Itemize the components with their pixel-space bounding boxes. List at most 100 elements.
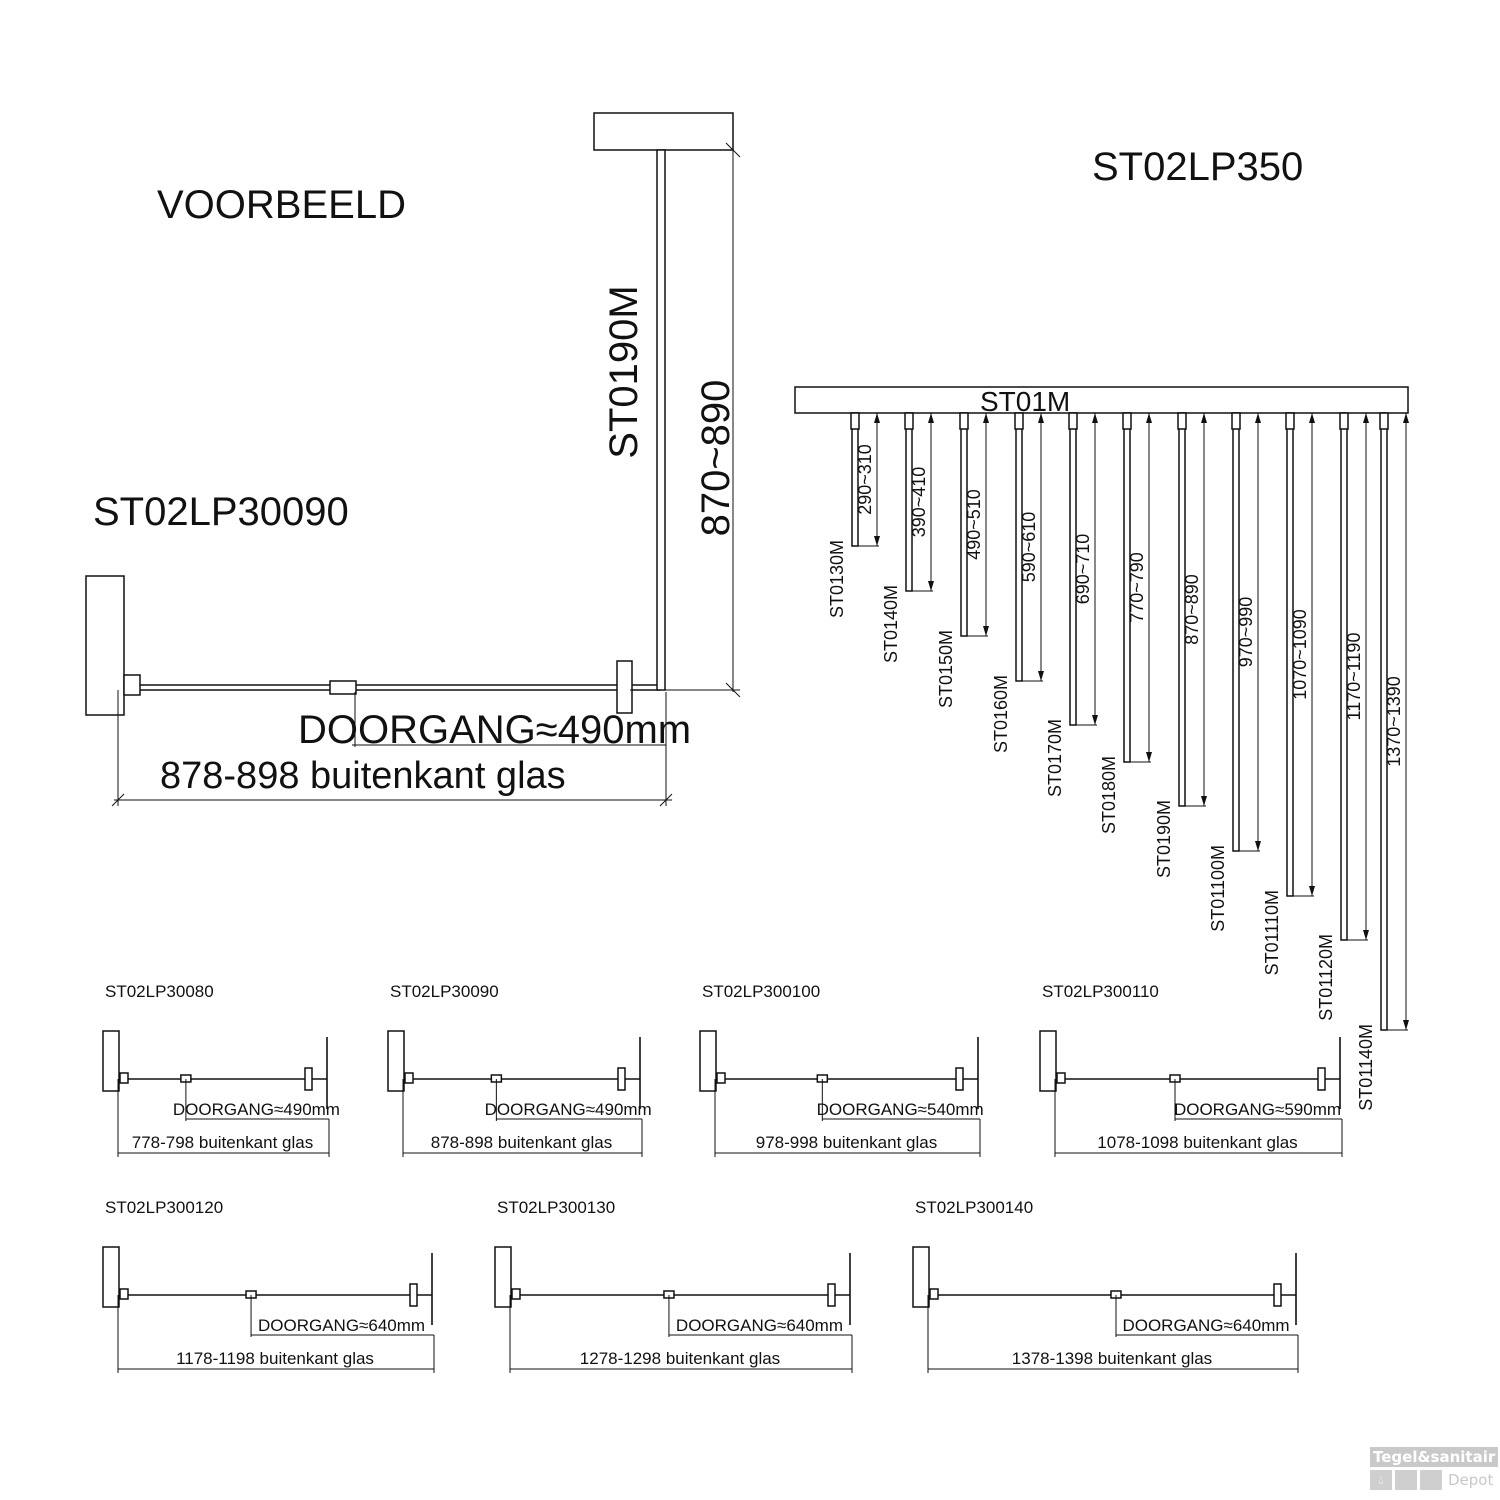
handle bbox=[304, 1067, 313, 1091]
wall-hinge bbox=[1056, 1072, 1066, 1084]
example-rod-label: ST0190M bbox=[602, 285, 646, 458]
handle bbox=[616, 660, 633, 714]
rods-title: ST02LP350 bbox=[1092, 145, 1303, 189]
example-model: ST02LP30090 bbox=[93, 490, 349, 534]
dim-tick bbox=[725, 142, 741, 158]
brand-logo: Tegel&sanitair 💧︎ Depot bbox=[1370, 1447, 1499, 1490]
wall-hinge bbox=[929, 1288, 939, 1300]
rod: ST0190M 870~890 bbox=[1154, 412, 1207, 878]
rod-range: 690~710 bbox=[1073, 534, 1093, 605]
rod-code: ST01100M bbox=[1208, 845, 1228, 932]
rod-code: ST01140M bbox=[1356, 1024, 1376, 1111]
rod-code: ST01120M bbox=[1316, 934, 1336, 1021]
variant-title: ST02LP300110 bbox=[1042, 982, 1159, 1001]
rod: ST01140M 1370~1390 bbox=[1356, 412, 1409, 1111]
variant-title: ST02LP300130 bbox=[497, 1198, 615, 1217]
rod-code: ST0130M bbox=[827, 540, 847, 618]
variant-doorgang: DOORGANG≈640mm bbox=[676, 1316, 843, 1335]
wall-hinge bbox=[123, 674, 141, 696]
variant-outer: 1278-1298 buitenkant glas bbox=[580, 1349, 780, 1368]
side-wall bbox=[912, 1246, 930, 1308]
rod-range: 490~510 bbox=[964, 489, 984, 560]
rod-range: 970~990 bbox=[1236, 597, 1256, 668]
dim-tick bbox=[725, 682, 741, 698]
variant-outer: 878-898 buitenkant glas bbox=[431, 1133, 612, 1152]
rod: ST0130M 290~310 bbox=[827, 412, 880, 618]
drop-icon: 💧︎ bbox=[1370, 1470, 1392, 1490]
rod-mount bbox=[959, 412, 969, 430]
variant-outer: 1078-1098 buitenkant glas bbox=[1097, 1133, 1297, 1152]
rod-range: 590~610 bbox=[1019, 512, 1039, 583]
rod-overview: ST02LP350 ST01M ST0130M290~310ST0140M390… bbox=[794, 145, 1409, 1111]
example-drawing: VOORBEELD ST02LP30090 ST0190M 870~890 DO… bbox=[85, 112, 741, 807]
side-wall bbox=[102, 1030, 120, 1092]
rod-mount bbox=[1231, 412, 1241, 430]
rod-code: ST0140M bbox=[881, 585, 901, 663]
example-outer: 878-898 buitenkant glas bbox=[160, 755, 566, 797]
rod-mount bbox=[1122, 412, 1132, 430]
rod-mount bbox=[1379, 412, 1389, 430]
rod: ST0140M 390~410 bbox=[881, 412, 934, 663]
variant-outer: 1178-1198 buitenkant glas bbox=[176, 1349, 374, 1368]
rod-code: ST01110M bbox=[1262, 890, 1282, 975]
glass-clamp bbox=[329, 680, 357, 695]
top-wall bbox=[593, 112, 734, 151]
wall-hinge bbox=[511, 1288, 521, 1300]
side-wall bbox=[387, 1030, 405, 1092]
variant-doorgang: DOORGANG≈640mm bbox=[1122, 1316, 1289, 1335]
wall-hinge bbox=[119, 1288, 129, 1300]
rod-code: ST0160M bbox=[991, 675, 1011, 753]
variant-title: ST02LP300140 bbox=[915, 1198, 1033, 1217]
handle bbox=[955, 1067, 964, 1091]
rod-range: 1370~1390 bbox=[1384, 676, 1404, 767]
handle bbox=[617, 1067, 626, 1091]
rod-range: 390~410 bbox=[909, 467, 929, 538]
variant-doorgang: DOORGANG≈640mm bbox=[258, 1316, 425, 1335]
rod-mount bbox=[1339, 412, 1349, 430]
tile-icon bbox=[1420, 1470, 1442, 1490]
ceiling-bar bbox=[794, 386, 1409, 414]
rod-code: ST0170M bbox=[1045, 719, 1065, 797]
side-wall bbox=[1039, 1030, 1057, 1092]
rod-range: 870~890 bbox=[1182, 574, 1202, 645]
variant-doorgang: DOORGANG≈490mm bbox=[485, 1100, 652, 1119]
variant-doorgang: DOORGANG≈490mm bbox=[173, 1100, 340, 1119]
rod-mount bbox=[1014, 412, 1024, 430]
variant-outer: 978-998 buitenkant glas bbox=[756, 1133, 937, 1152]
stabilizer-rod bbox=[656, 149, 666, 691]
rod: ST01120M 1170~1190 bbox=[1316, 412, 1369, 1021]
wall-hinge bbox=[716, 1072, 726, 1084]
wall-hinge bbox=[119, 1072, 129, 1084]
tile-icon bbox=[1395, 1470, 1417, 1490]
rod-mount bbox=[850, 412, 860, 430]
handle bbox=[1317, 1067, 1326, 1091]
example-height-dim: 870~890 bbox=[694, 380, 738, 537]
rod-range: 290~310 bbox=[855, 444, 875, 515]
variant-doorgang: DOORGANG≈590mm bbox=[1174, 1100, 1341, 1119]
rod-mount bbox=[1068, 412, 1078, 430]
rod: ST0170M 690~710 bbox=[1045, 412, 1098, 797]
rod-mount bbox=[904, 412, 914, 430]
side-wall bbox=[494, 1246, 512, 1308]
variant-outer: 778-798 buitenkant glas bbox=[132, 1133, 313, 1152]
side-wall bbox=[699, 1030, 717, 1092]
rod-mount bbox=[1285, 412, 1295, 430]
rod-range: 1170~1190 bbox=[1344, 633, 1364, 721]
rod-code: ST0190M bbox=[1154, 800, 1174, 878]
rod: ST01100M 970~990 bbox=[1208, 412, 1261, 932]
side-wall bbox=[102, 1246, 120, 1308]
wall-hinge bbox=[404, 1072, 414, 1084]
rod-range: 770~790 bbox=[1127, 552, 1147, 623]
logo-text: Tegel&sanitair bbox=[1370, 1447, 1499, 1467]
